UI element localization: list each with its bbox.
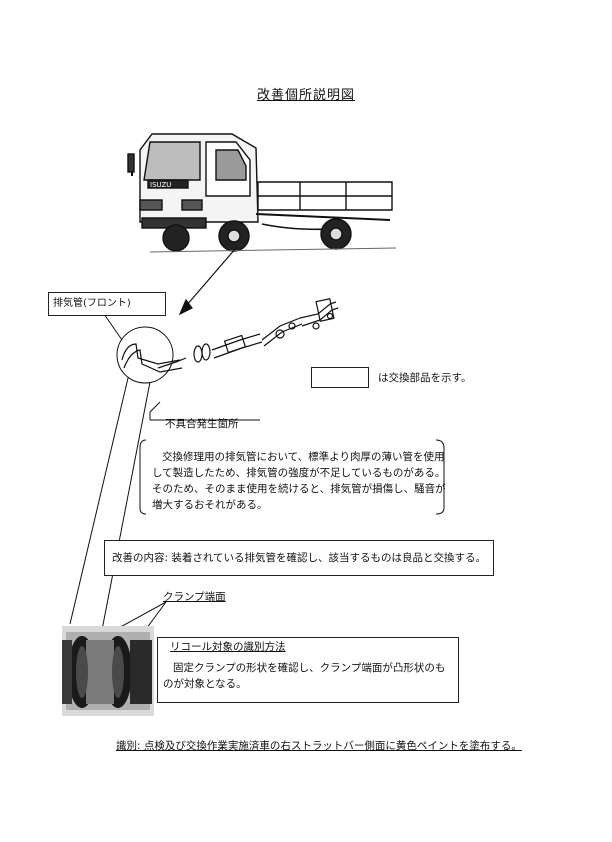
- identification-title: リコール対象の識別方法: [170, 641, 286, 653]
- page-title: 改善個所説明図: [256, 88, 355, 103]
- label-leader-line: [103, 313, 123, 341]
- exhaust-pipe-drawing: [116, 298, 339, 384]
- clamp-photo: [62, 626, 154, 716]
- identification-text: 固定クランプの形状を確認し、クランプ端面が凸形状のものが対象となる。: [163, 662, 446, 690]
- part-label-box: 排気管(フロント): [48, 292, 166, 316]
- truck-illustration: [127, 133, 397, 253]
- truck-brand: ISUZU: [150, 181, 171, 189]
- defect-location-label: 不具合発生箇所: [165, 418, 239, 430]
- defect-bracket: [139, 401, 445, 515]
- legend-sample-box: [311, 367, 369, 388]
- identification-footer: 識別: 点検及び交換作業実施済車の右ストラットバー側面に黄色ペイントを塗布する。: [116, 740, 522, 752]
- clamp-end-label: クランプ端面: [163, 591, 226, 603]
- pointer-arrow: [178, 247, 237, 316]
- remedy-box: 改善の内容: 装着されている排気管を確認し、該当するものは良品と交換する。: [104, 540, 494, 576]
- legend-text: は交換部品を示す。: [378, 372, 472, 384]
- identification-box: [157, 637, 459, 703]
- defect-description: 交換修理用の排気管において、標準より肉厚の薄い管を使用して製造したため、排気管の…: [152, 451, 446, 511]
